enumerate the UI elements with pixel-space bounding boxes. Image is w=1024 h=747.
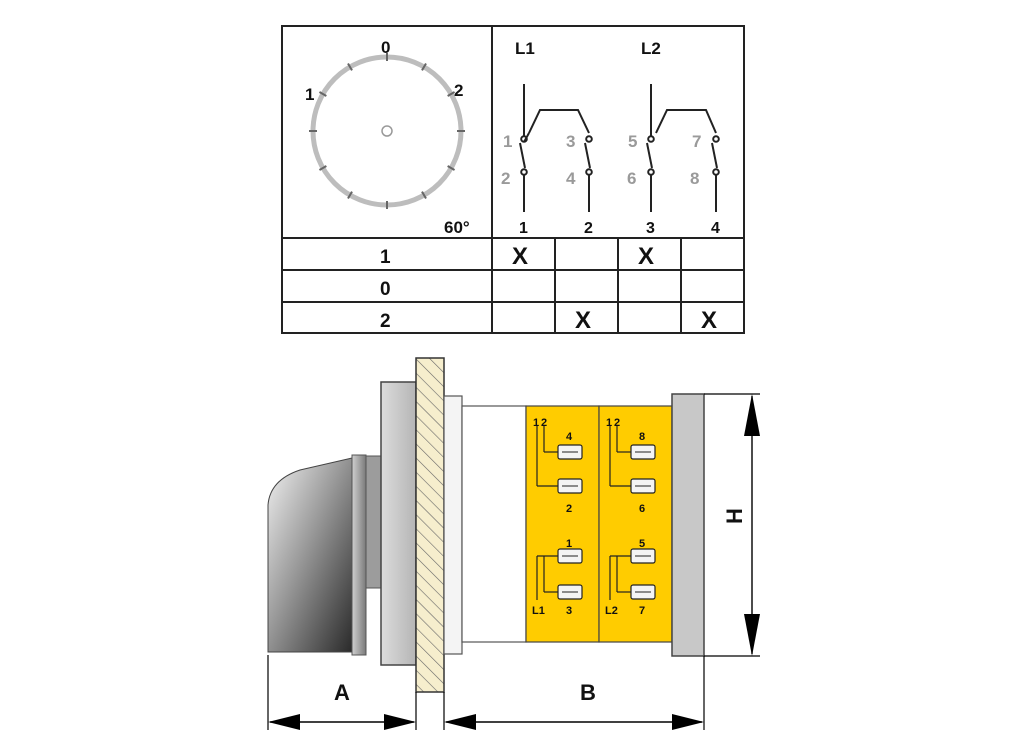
dial-position-1: 1	[305, 85, 314, 104]
contact-label: 1	[503, 132, 512, 151]
mounting-ring	[443, 395, 463, 655]
dial-tick	[318, 165, 327, 171]
contact-label: 2	[501, 169, 510, 188]
line-label-l1: L1	[515, 39, 535, 58]
angle-label: 60°	[444, 218, 470, 237]
knob-collar	[351, 454, 367, 656]
block1-label: 2	[541, 417, 547, 429]
contact-label: 4	[566, 169, 576, 188]
switch-body	[461, 405, 527, 643]
table-frame	[281, 25, 745, 334]
block1-label: 1	[566, 538, 572, 550]
dial-tick	[318, 91, 327, 97]
block2-label: 6	[639, 503, 645, 515]
table-cell: X	[512, 243, 528, 270]
switching-table: 0 1 2 60°	[281, 25, 745, 334]
block1-label: 2	[566, 503, 572, 515]
dial-tick	[347, 62, 353, 71]
rear-cap	[671, 393, 705, 657]
block2-label: 5	[639, 538, 645, 550]
block1-line-label: L1	[532, 605, 545, 617]
mounting-panel	[415, 357, 445, 693]
contact-schematic	[519, 84, 720, 212]
terminal-number: 2	[584, 220, 593, 237]
dimension-a-label: A	[334, 680, 350, 705]
position-dial: 0 1 2 60°	[305, 38, 470, 237]
table-cell: X	[701, 307, 717, 334]
front-flange	[380, 381, 417, 666]
contact-label: 6	[627, 169, 636, 188]
block1-label: 4	[566, 431, 573, 443]
dimension-lines	[267, 393, 760, 730]
row-position-label: 1	[380, 247, 391, 268]
block1-label: 1	[533, 417, 539, 429]
dial-tick	[447, 91, 456, 97]
contact-label: 8	[690, 169, 699, 188]
row-position-label: 0	[380, 279, 391, 300]
terminal-number: 1	[519, 220, 528, 237]
contact-label: 3	[566, 132, 575, 151]
dimension-b-label: B	[580, 680, 596, 705]
dial-tick	[447, 165, 456, 171]
line-label-l2: L2	[641, 39, 661, 58]
dimension-arrows	[268, 394, 760, 730]
dial-tick	[421, 62, 427, 71]
block2-label: 1	[606, 417, 612, 429]
terminal-number: 4	[711, 220, 720, 237]
dial-tick	[421, 191, 427, 200]
dial-tick	[347, 191, 353, 200]
dial-center	[381, 125, 393, 137]
block1-label: 3	[566, 605, 572, 617]
block2-label: 2	[614, 417, 620, 429]
block2-label: 8	[639, 431, 645, 443]
block2-label: 7	[639, 605, 645, 617]
contact-label: 5	[628, 132, 637, 151]
block2-line-label: L2	[605, 605, 618, 617]
shaft	[365, 455, 382, 589]
dial-position-2: 2	[454, 81, 463, 100]
row-position-label: 2	[380, 311, 391, 332]
side-view: 1 2 4 2 1 3 L1 1 2 8 6 5 7 L2	[267, 357, 760, 730]
knob	[267, 457, 353, 653]
dial-position-0: 0	[381, 38, 390, 57]
contact-label: 7	[692, 132, 701, 151]
table-cell: X	[575, 307, 591, 334]
terminal-number: 3	[646, 220, 655, 237]
dimension-h-label: H	[722, 508, 747, 524]
table-cell: X	[638, 243, 654, 270]
